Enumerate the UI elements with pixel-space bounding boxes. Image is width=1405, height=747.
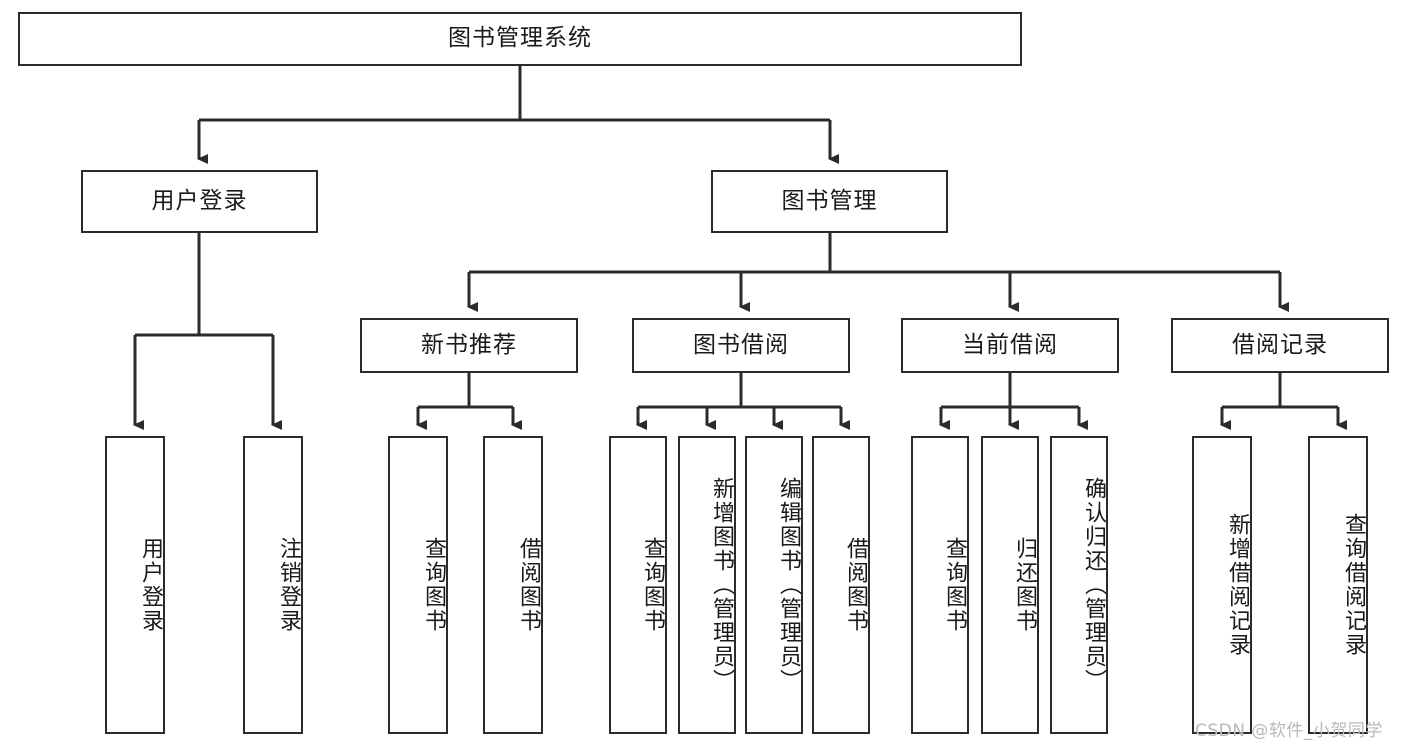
node-label: 用户登录: [151, 187, 248, 214]
leaf-confirm-return-admin[interactable]: 确认归还（管理员）: [1050, 436, 1108, 734]
leaf-add-borrow-record[interactable]: 新增借阅记录: [1192, 436, 1252, 734]
node-label: 当前借阅: [962, 331, 1058, 358]
node-label: 图书管理: [781, 187, 878, 214]
leaf-add-book-admin[interactable]: 新增图书（管理员）: [678, 436, 736, 734]
node-label: 查询图书: [421, 537, 446, 633]
node-borrow-records[interactable]: 借阅记录: [1171, 318, 1389, 373]
leaf-query-borrow-record[interactable]: 查询借阅记录: [1308, 436, 1368, 734]
node-label: 归还图书: [1012, 537, 1037, 633]
node-label: 新书推荐: [421, 331, 517, 358]
node-label: 用户登录: [138, 537, 163, 633]
node-label: 借阅记录: [1232, 331, 1328, 358]
node-label: 借阅图书: [843, 537, 868, 633]
node-label: 新增借阅记录: [1225, 513, 1250, 657]
watermark: CSDN @软件_小贺同学: [1195, 721, 1383, 741]
node-label: 编辑图书（管理员）: [776, 477, 801, 693]
leaf-borrow-book-new[interactable]: 借阅图书: [483, 436, 543, 734]
node-user-login[interactable]: 用户登录: [81, 170, 318, 233]
node-label: 查询借阅记录: [1341, 513, 1366, 657]
node-book-management[interactable]: 图书管理: [711, 170, 948, 233]
node-label: 确认归还（管理员）: [1081, 477, 1106, 693]
node-label: 借阅图书: [516, 537, 541, 633]
node-new-book-recommendation[interactable]: 新书推荐: [360, 318, 578, 373]
node-label: 注销登录: [276, 537, 301, 633]
node-label: 新增图书（管理员）: [709, 477, 734, 693]
node-label: 查询图书: [942, 537, 967, 633]
node-root-book-management-system[interactable]: 图书管理系统: [18, 12, 1022, 66]
node-label: 图书管理系统: [448, 25, 592, 52]
leaf-query-book-current[interactable]: 查询图书: [911, 436, 969, 734]
node-current-borrowing[interactable]: 当前借阅: [901, 318, 1119, 373]
node-book-borrowing[interactable]: 图书借阅: [632, 318, 850, 373]
leaf-logout[interactable]: 注销登录: [243, 436, 303, 734]
node-label: 查询图书: [640, 537, 665, 633]
leaf-edit-book-admin[interactable]: 编辑图书（管理员）: [745, 436, 803, 734]
leaf-query-book-borrow[interactable]: 查询图书: [609, 436, 667, 734]
leaf-borrow-book[interactable]: 借阅图书: [812, 436, 870, 734]
leaf-user-login[interactable]: 用户登录: [105, 436, 165, 734]
leaf-return-book[interactable]: 归还图书: [981, 436, 1039, 734]
node-label: 图书借阅: [693, 331, 789, 358]
leaf-query-book-new[interactable]: 查询图书: [388, 436, 448, 734]
